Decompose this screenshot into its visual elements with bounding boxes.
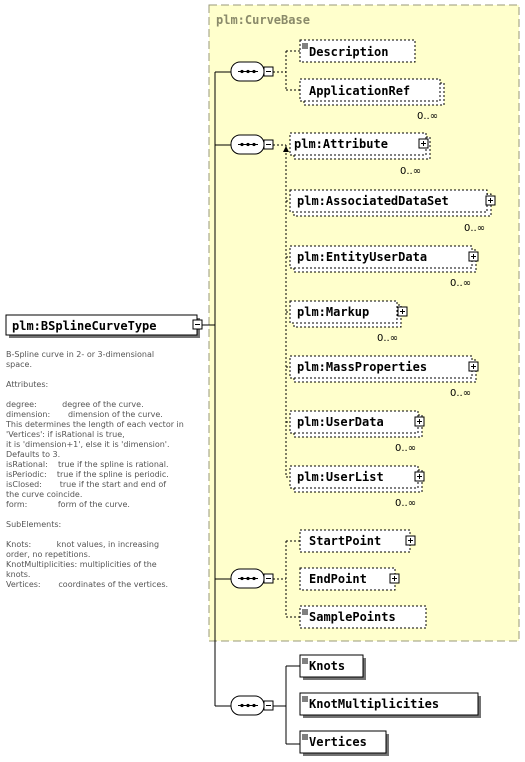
doc-line: it is 'dimension+1', else it is 'dimensi… — [6, 440, 170, 449]
sequence-compositor-2[interactable] — [230, 134, 274, 155]
associateddataset-label: plm:AssociatedDataSet — [297, 194, 449, 208]
userlist-label: plm:UserList — [297, 470, 384, 484]
element-plm-associateddataset[interactable]: plm:AssociatedDataSet 0..∞ — [289, 189, 496, 234]
element-vertices[interactable]: Vertices — [299, 730, 389, 756]
doc-line: KnotMultiplicities: multiplicities of th… — [6, 560, 157, 569]
knotmultiplicities-label: KnotMultiplicities — [309, 697, 439, 711]
sequence-compositor-3[interactable] — [230, 568, 274, 589]
entityuserdata-occurrence: 0..∞ — [450, 278, 471, 289]
element-startpoint[interactable]: StartPoint — [299, 529, 416, 553]
doc-line: isClosed: true if the start and end of — [6, 480, 167, 489]
doc-line: isPeriodic: true if the spline is period… — [6, 470, 169, 479]
doc-line: form: form of the curve. — [6, 500, 130, 509]
doc-line: This determines the length of each vecto… — [6, 420, 184, 429]
doc-line: B-Spline curve in 2- or 3-dimensional — [6, 350, 155, 359]
doc-line — [6, 530, 200, 540]
attribute-label: plm:Attribute — [294, 137, 388, 151]
doc-line: dimension: dimension of the curve. — [6, 410, 163, 419]
associateddataset-occurrence: 0..∞ — [464, 223, 485, 234]
markup-occurrence: 0..∞ — [377, 333, 398, 344]
doc-line — [6, 510, 200, 520]
element-plm-userlist[interactable]: plm:UserList 0..∞ — [289, 465, 425, 509]
userdata-label: plm:UserData — [297, 415, 384, 429]
element-applicationref[interactable]: ApplicationRef 0..∞ — [299, 78, 445, 122]
markup-label: plm:Markup — [297, 305, 369, 319]
doc-line: order, no repetitions. — [6, 550, 91, 559]
startpoint-label: StartPoint — [309, 534, 381, 548]
element-samplepoints[interactable]: SamplePoints — [299, 605, 427, 629]
doc-line: knots. — [6, 570, 31, 579]
element-description[interactable]: Description — [299, 39, 416, 63]
group-title: plm:CurveBase — [216, 13, 310, 27]
doc-line: isRational: true if the spline is ration… — [6, 460, 169, 469]
element-plm-massproperties[interactable]: plm:MassProperties 0..∞ — [289, 355, 479, 399]
doc-line: Knots: knot values, in increasing — [6, 540, 160, 549]
userlist-occurrence: 0..∞ — [395, 498, 416, 509]
applicationref-occurrence: 0..∞ — [417, 111, 438, 122]
entityuserdata-label: plm:EntityUserData — [297, 250, 427, 264]
sequence-compositor-1[interactable] — [230, 61, 274, 82]
doc-line: the curve coincide. — [6, 490, 83, 499]
massproperties-occurrence: 0..∞ — [450, 388, 471, 399]
element-knotmultiplicities[interactable]: KnotMultiplicities — [299, 692, 481, 718]
doc-line: SubElements: — [6, 520, 62, 529]
doc-line: 'Vertices': if isRational is true, — [6, 430, 125, 439]
doc-line: Vertices: coordinates of the vertices. — [6, 580, 169, 589]
userdata-occurrence: 0..∞ — [395, 443, 416, 454]
root-element[interactable]: plm:BSplineCurveType — [5, 314, 203, 338]
massproperties-label: plm:MassProperties — [297, 360, 427, 374]
element-plm-userdata[interactable]: plm:UserData 0..∞ — [289, 410, 425, 454]
doc-line: degree: degree of the curve. — [6, 400, 144, 409]
description-label: Description — [309, 45, 388, 59]
element-knots[interactable]: Knots — [299, 654, 366, 680]
doc-line: space. — [6, 360, 33, 369]
vertices-label: Vertices — [309, 735, 367, 749]
doc-line: Defaults to 3. — [6, 450, 61, 459]
element-plm-entityuserdata[interactable]: plm:EntityUserData 0..∞ — [289, 245, 479, 289]
doc-line: Attributes: — [6, 380, 49, 389]
doc-line — [6, 390, 200, 400]
doc-line — [6, 370, 200, 380]
sequence-compositor-4[interactable] — [230, 695, 274, 716]
element-plm-markup[interactable]: plm:Markup 0..∞ — [289, 300, 408, 344]
root-label: plm:BSplineCurveType — [12, 319, 157, 333]
element-plm-attribute[interactable]: plm:Attribute 0..∞ — [289, 132, 431, 177]
samplepoints-label: SamplePoints — [309, 610, 396, 624]
element-endpoint[interactable]: EndPoint — [299, 567, 400, 591]
applicationref-label: ApplicationRef — [309, 84, 410, 98]
attribute-occurrence: 0..∞ — [400, 166, 421, 177]
knots-label: Knots — [309, 659, 345, 673]
endpoint-label: EndPoint — [309, 572, 367, 586]
